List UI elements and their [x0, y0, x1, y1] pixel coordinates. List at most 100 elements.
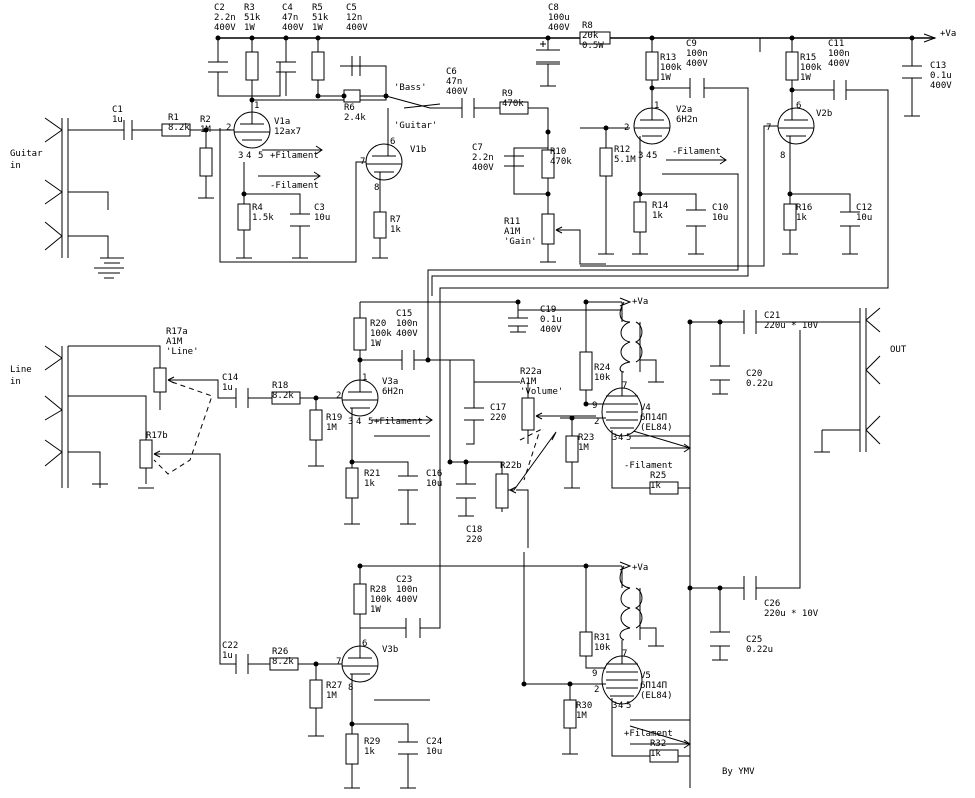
junction-dot-24	[583, 299, 589, 305]
pin-number-26: 2	[594, 417, 599, 427]
label-c11-line-0: C11	[828, 39, 844, 49]
label-c13-line-2: 400V	[930, 81, 952, 91]
label-r9-line-0: R9	[502, 89, 513, 99]
junction-dot-15	[545, 191, 551, 197]
label-r16-line-1: 1k	[796, 213, 807, 223]
filament-label-v3a: +Filament	[374, 417, 423, 427]
cap-c13	[902, 65, 922, 79]
label-r20-line-2: 1W	[370, 339, 381, 349]
label-r4-line-0: R4	[252, 203, 263, 213]
label-c6-line-0: C6	[446, 67, 457, 77]
label-r2-line-1: 1M	[200, 125, 211, 135]
junction-dot-26	[717, 319, 723, 325]
cap-c17	[464, 407, 484, 421]
junction-dot-16	[603, 125, 609, 131]
label-v1a-line-0: V1a	[274, 117, 290, 127]
input-label-guitar: Guitar	[10, 149, 43, 159]
junction-dot-20	[787, 191, 793, 197]
label-r18-line-0: R18	[272, 381, 288, 391]
cap-c1	[120, 120, 136, 140]
wiring	[44, 37, 935, 789]
label-r12-line-1: 5.1M	[614, 155, 636, 165]
cap-c9	[689, 78, 705, 98]
label-r13-line-1: 100k	[660, 63, 682, 73]
label-r17a-line-0: R17a	[166, 327, 188, 337]
label-r22a-line-2: 'Volume'	[520, 387, 563, 397]
filament-arrow-v4	[630, 443, 691, 453]
pin-number-1: 2	[226, 123, 231, 133]
pin-number-14: 7	[766, 123, 771, 133]
pin-number-20: 5	[368, 417, 373, 427]
label-r31-line-1: 10k	[594, 643, 611, 653]
label-v4-line-1: 6П14П	[640, 413, 667, 423]
input-label-line: Line	[10, 365, 32, 375]
label-c19-line-0: C19	[540, 305, 556, 315]
label-v3a-line-1: 6H2n	[382, 387, 404, 397]
filament-label-v2a: -Filament	[672, 147, 721, 157]
label-c11-line-2: 400V	[828, 59, 850, 69]
tube-v2b	[777, 100, 815, 160]
label-r10-line-0: R10	[550, 147, 566, 157]
label-c10-line-0: C10	[712, 203, 728, 213]
label-r21-line-0: R21	[364, 469, 380, 479]
pin-number-18: 3	[348, 417, 353, 427]
label-c24-line-1: 10u	[426, 747, 442, 757]
resistor-r23-body	[565, 435, 579, 463]
cap-c16	[398, 475, 418, 491]
pin-number-7: 8	[374, 183, 379, 193]
label-c2-line-0: C2	[214, 3, 225, 13]
label-r32-line-0: R32	[650, 739, 666, 749]
label-r11-line-2: 'Gain'	[504, 237, 537, 247]
pin-number-5: 6	[390, 137, 395, 147]
cap-c21	[743, 310, 757, 334]
filament-label-v1a-minus: -Filament	[270, 181, 319, 191]
label-v5-line-2: (EL84)	[640, 691, 673, 701]
pin-number-9: 2	[624, 123, 629, 133]
resistor-r27-body	[309, 679, 323, 709]
label-c3-line-0: C3	[314, 203, 325, 213]
pin-number-31: 9	[592, 669, 597, 679]
cap-c23	[405, 618, 421, 638]
junction-dot-25	[687, 319, 693, 325]
label-r13-line-0: R13	[660, 53, 676, 63]
label-c25-line-0: C25	[746, 635, 762, 645]
label-r15-line-2: 1W	[800, 73, 811, 83]
cap-c8	[536, 41, 560, 65]
junction-dot-12	[203, 127, 209, 133]
label-c1-line-1: 1u	[112, 115, 123, 125]
cap-c6	[461, 98, 475, 118]
label-c18-line-1: 220	[466, 535, 482, 545]
resistor-r16-body	[783, 203, 797, 231]
junction-dot-8	[315, 93, 321, 99]
pin-number-12: 5	[652, 151, 657, 161]
resistor-r13-body	[645, 51, 659, 81]
cap-c5	[340, 56, 372, 76]
resistor-r25-body	[649, 481, 679, 495]
resistor-r28-body	[353, 583, 367, 615]
input-label-guitar-in: in	[10, 161, 21, 171]
label-c26-line-0: C26	[764, 599, 780, 609]
pin-number-32: 2	[594, 685, 599, 695]
junction-dot-33	[687, 585, 693, 591]
label-v4-line-0: V4	[640, 403, 651, 413]
cap-c15	[401, 350, 415, 370]
label-r23-line-1: 1M	[578, 443, 589, 453]
label-r28-line-2: 1W	[370, 605, 381, 615]
label-r7-line-0: R7	[390, 215, 401, 225]
junction-dot-4	[545, 35, 551, 41]
pin-number-8: 1	[654, 101, 659, 111]
label-r3-line-1: 51k	[244, 13, 261, 23]
resistor-r14-body	[633, 201, 647, 233]
pot-r11-body	[541, 213, 555, 245]
cap-c20	[710, 365, 730, 381]
label-r29-line-1: 1k	[364, 747, 375, 757]
junction-dot-36	[349, 721, 355, 727]
label-c6-line-2: 400V	[446, 87, 468, 97]
pin-number-21: 6	[362, 639, 367, 649]
cap-c7	[504, 148, 524, 194]
label-c12-line-0: C12	[856, 203, 872, 213]
label-c1-line-0: C1	[112, 105, 123, 115]
pin-number-33: 3	[612, 701, 617, 711]
label-r19-line-0: R19	[326, 413, 342, 423]
junctions	[203, 35, 915, 727]
